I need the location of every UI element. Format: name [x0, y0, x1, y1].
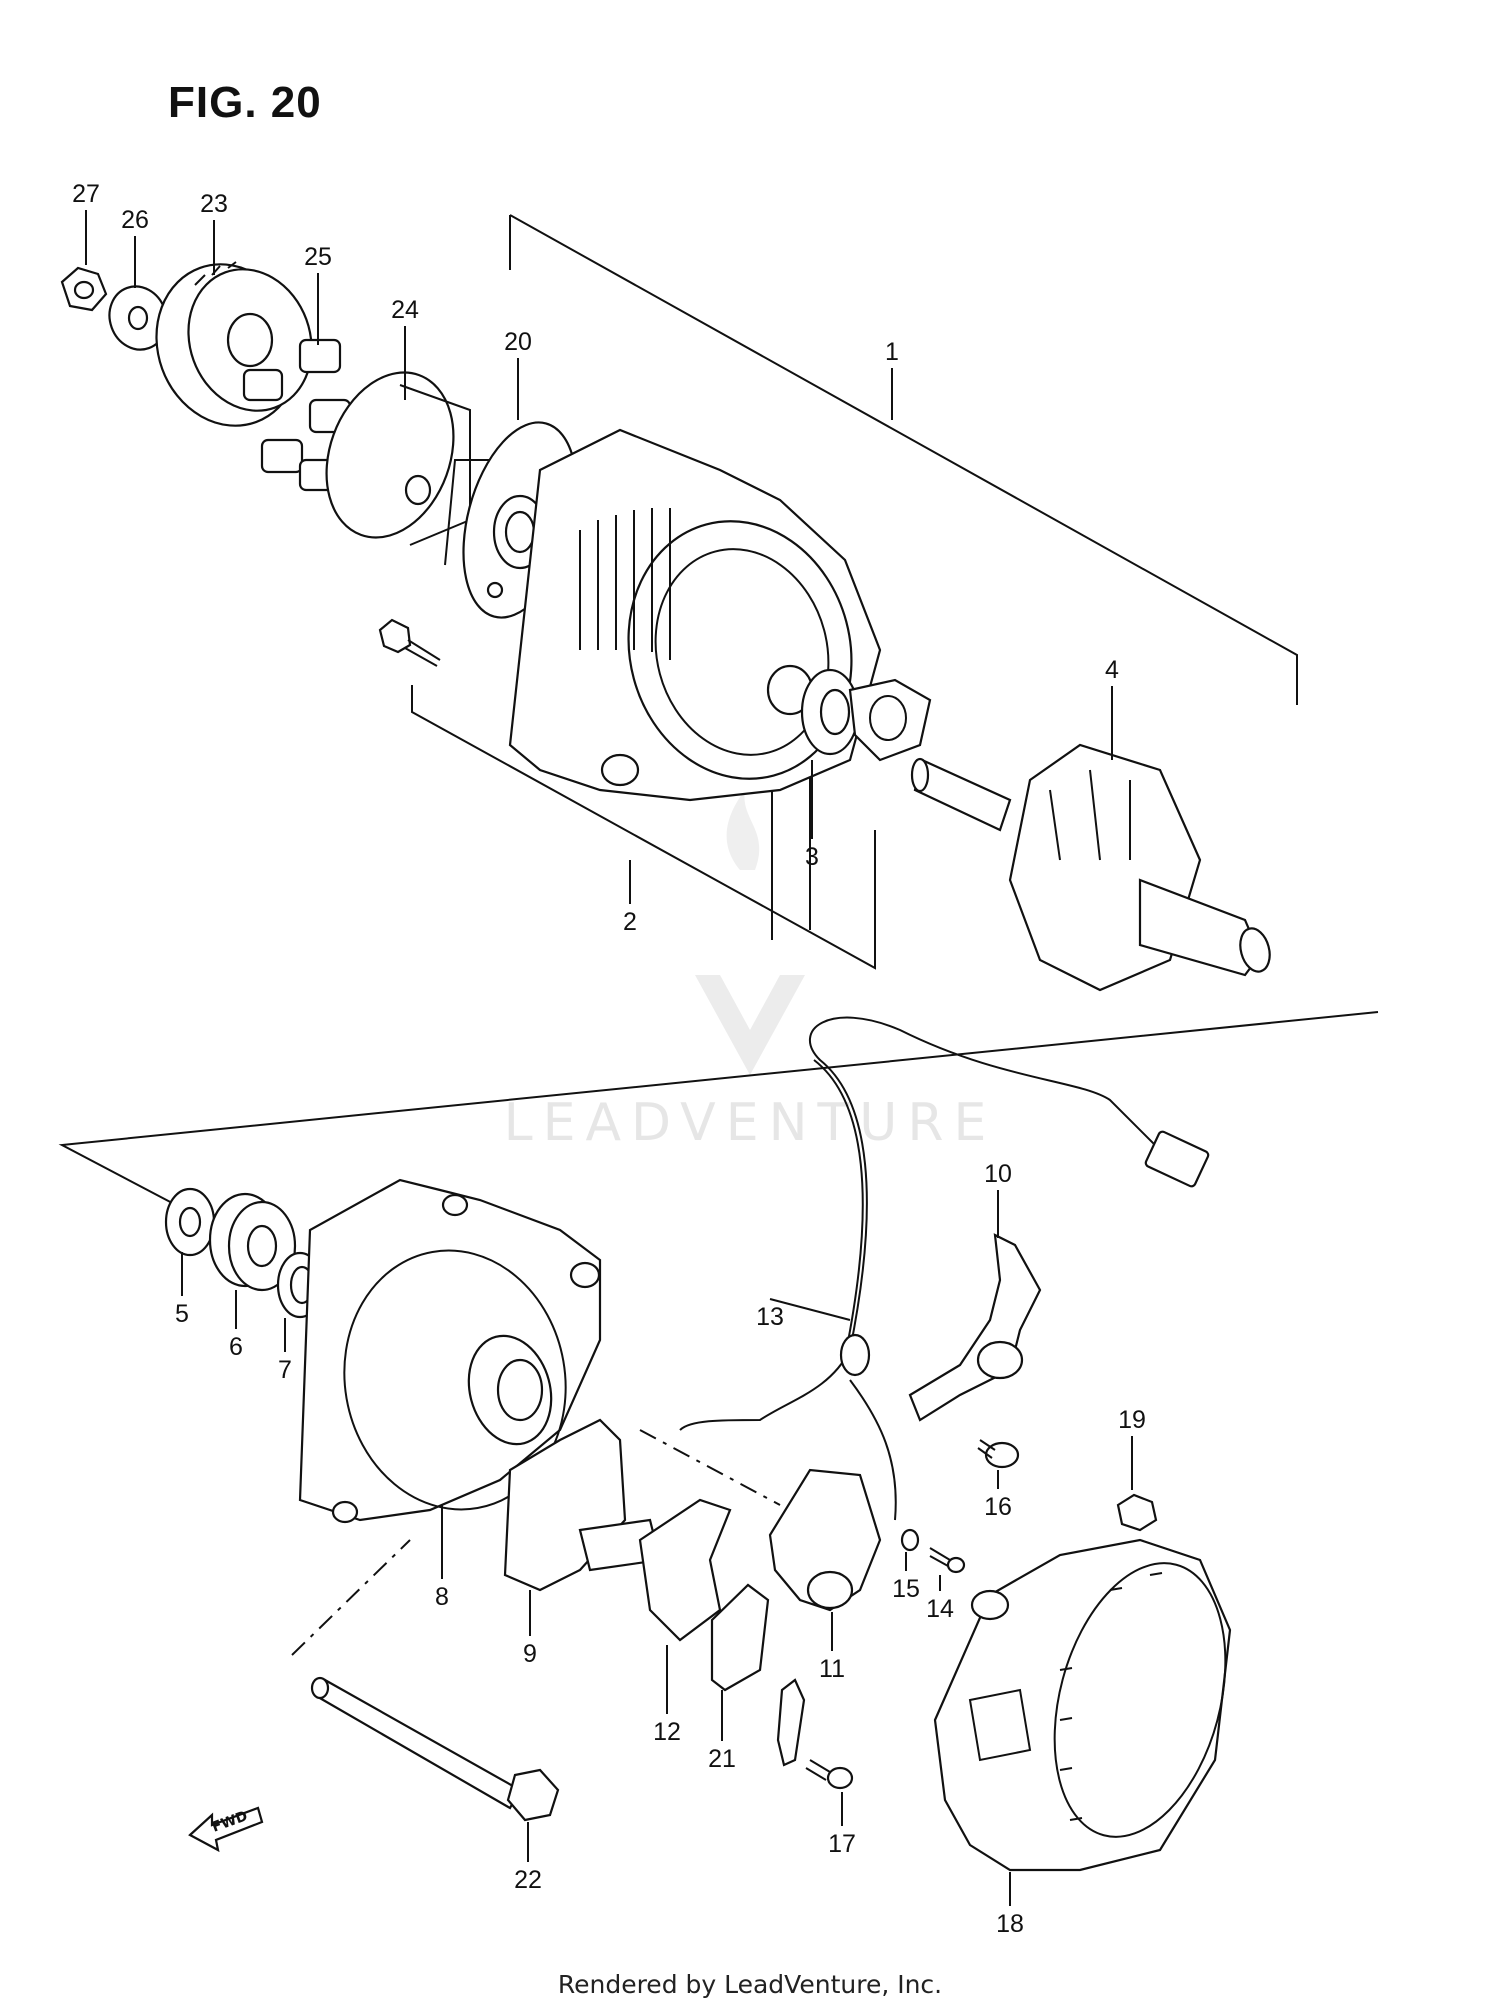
callout-label-22: 22 — [514, 1866, 542, 1894]
callout-label-7: 7 — [278, 1356, 292, 1384]
callout-label-18: 18 — [996, 1910, 1024, 1938]
footer-credit: Rendered by LeadVenture, Inc. — [557, 1970, 943, 1999]
callout-label-23: 23 — [200, 190, 228, 218]
callout-label-2: 2 — [623, 908, 637, 936]
part-14-screw — [929, 1547, 966, 1574]
callout-label-14: 14 — [926, 1595, 954, 1623]
callout-label-12: 12 — [653, 1718, 681, 1746]
bracket-lines — [58, 214, 1379, 1656]
watermark-text: LEADVENTURE — [504, 1093, 997, 1153]
callout-label-21: 21 — [708, 1745, 736, 1773]
part-21-cover — [710, 1583, 770, 1692]
part-9-plate — [503, 1418, 662, 1592]
part-2-housing — [508, 428, 882, 802]
part-15-washer — [900, 1528, 920, 1552]
part-16-screw — [977, 1439, 1020, 1469]
part-17-screw — [776, 1678, 854, 1790]
callout-label-8: 8 — [435, 1583, 449, 1611]
callout-label-13: 13 — [756, 1303, 784, 1331]
callout-label-27: 27 — [72, 180, 100, 208]
part-18-rear-cover — [933, 1538, 1232, 1872]
part-24-cover — [325, 371, 471, 546]
callout-label-15: 15 — [892, 1575, 920, 1603]
callout-label-17: 17 — [828, 1830, 856, 1858]
part-13-harness — [679, 1016, 1210, 1521]
callout-label-5: 5 — [175, 1300, 189, 1328]
callout-label-19: 19 — [1118, 1406, 1146, 1434]
callout-label-10: 10 — [984, 1160, 1012, 1188]
part-8-end-frame — [298, 1178, 602, 1524]
callout-label-11: 11 — [819, 1655, 845, 1683]
callout-label-1: 1 — [885, 338, 899, 366]
callout-label-4: 4 — [1105, 656, 1119, 684]
callout-label-3: 3 — [805, 843, 819, 871]
callout-label-9: 9 — [523, 1640, 537, 1668]
watermark: LEADVENTURE — [504, 790, 997, 1153]
figure-title: FIG. 20 — [168, 78, 322, 127]
part-19-nut — [1116, 1493, 1158, 1532]
part-6-bearing — [208, 1192, 297, 1292]
part-5-washer — [164, 1187, 216, 1257]
part-12-brush-holder — [638, 1498, 732, 1642]
part-11-regulator — [768, 1468, 882, 1612]
part-22-bolt — [310, 1676, 560, 1822]
callout-label-26: 26 — [121, 206, 149, 234]
fwd-arrow-icon: FWD — [188, 1806, 264, 1853]
callout-label-25: 25 — [304, 243, 332, 271]
part-4-rotor — [910, 743, 1271, 992]
part-3-bearing — [800, 668, 932, 762]
callout-label-20: 20 — [504, 328, 532, 356]
part-26-washer — [108, 285, 168, 351]
callout-label-24: 24 — [391, 296, 419, 324]
callout-label-6: 6 — [229, 1333, 243, 1361]
part-27-nut — [60, 266, 108, 312]
part-10-bracket — [908, 1233, 1042, 1422]
callout-label-16: 16 — [984, 1493, 1012, 1521]
part-bolt-upper — [378, 618, 441, 667]
callout-leader-13 — [769, 1298, 851, 1321]
